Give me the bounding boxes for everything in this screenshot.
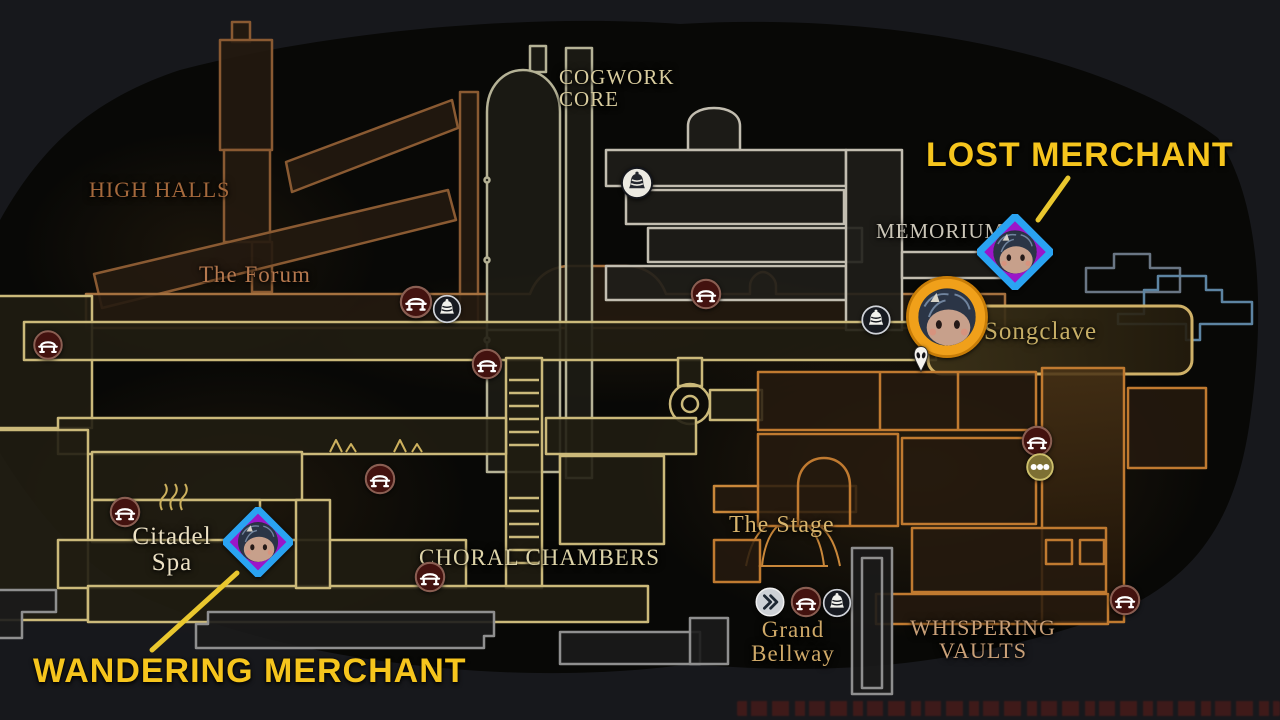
bench-icon — [33, 330, 63, 360]
bead-vendor-icon — [1026, 453, 1054, 481]
region-label-cogwork-core: COGWORK CORE — [559, 65, 675, 112]
region-label-citadel-spa: Citadel Spa — [132, 523, 212, 577]
region-label-the-forum: The Forum — [199, 262, 311, 287]
illegible-watermark-text — [737, 701, 1280, 716]
player-marker-icon — [908, 346, 935, 373]
region-label-the-stage: The Stage — [729, 512, 835, 538]
region-label-songclave: Songclave — [984, 318, 1098, 345]
songclave-merchant-marker — [905, 275, 989, 359]
wandering-merchant-marker — [223, 507, 293, 577]
region-label-memorium: MEMORIUM — [876, 219, 1005, 243]
region-label-high-halls: HIGH HALLS — [89, 177, 231, 202]
bench-icon — [790, 586, 822, 618]
bench-icon — [399, 285, 433, 319]
region-label-choral-chambers: CHORAL CHAMBERS — [419, 545, 660, 570]
region-label-grand-bellway: Grand Bellway — [751, 617, 835, 667]
bellway-icon — [620, 166, 654, 200]
fast-travel-icon — [755, 587, 785, 617]
bench-icon — [1021, 425, 1053, 457]
bench-icon — [364, 463, 396, 495]
bench-icon — [1109, 584, 1141, 616]
bench-icon — [471, 348, 503, 380]
bellway-icon — [861, 305, 891, 335]
lost-merchant-label: LOST MERCHANT — [926, 136, 1234, 174]
bench-icon — [690, 278, 722, 310]
region-memorium — [604, 106, 1010, 332]
wandering-merchant-label: WANDERING MERCHANT — [33, 652, 467, 690]
bench-icon — [109, 496, 141, 528]
region-whispering-vaults — [712, 366, 1208, 626]
bench-icon — [414, 561, 446, 593]
bellway-icon — [822, 588, 852, 618]
region-label-whispering-vaults: WHISPERING VAULTS — [910, 615, 1056, 664]
bellway-icon — [432, 294, 462, 324]
lost-merchant-marker — [977, 214, 1053, 290]
region-gray-rooms — [0, 546, 894, 696]
region-high-halls — [92, 20, 480, 330]
